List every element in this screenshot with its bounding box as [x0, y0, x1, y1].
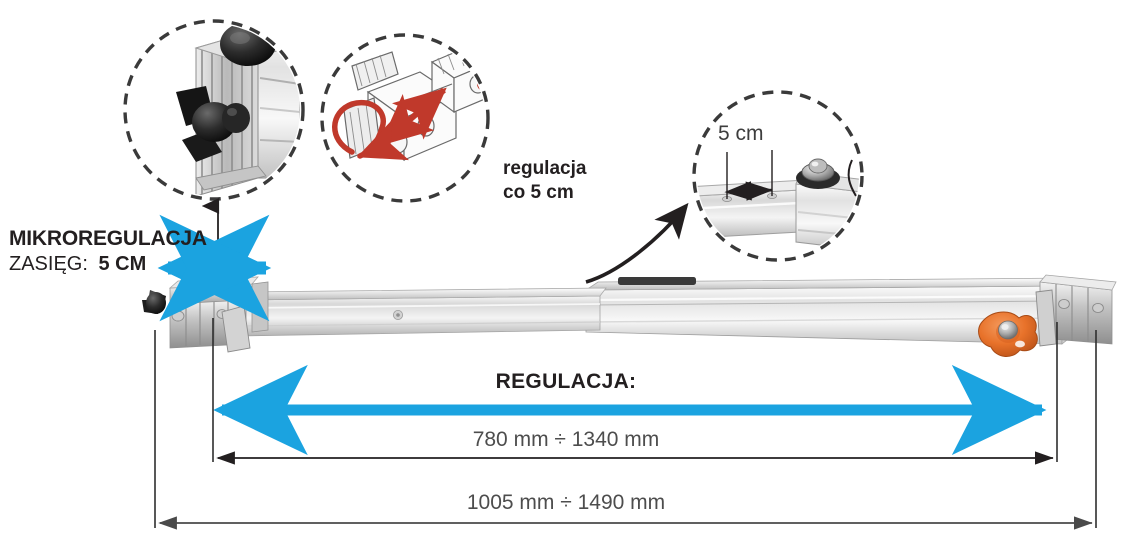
inner-range-label: 780 mm ÷ 1340 mm — [472, 428, 660, 451]
hole-callout-pointer — [585, 202, 689, 284]
left-black-knob — [142, 290, 166, 314]
telescopic-bar-assembly — [142, 274, 1117, 357]
hole-spacing-label: 5 cm — [718, 122, 764, 145]
step-label-line1: regulacja — [503, 158, 587, 179]
callout-hole-spacing — [692, 90, 864, 262]
main-regulation-title: REGULACJA: — [495, 370, 637, 393]
outer-range-label: 1005 mm ÷ 1490 mm — [466, 491, 666, 514]
right-clamp-head — [1035, 274, 1117, 347]
callout-knob-detail — [123, 19, 305, 201]
inner-tube — [235, 287, 607, 337]
step-label-line2: co 5 cm — [503, 182, 574, 203]
micro-range-prefix: ZASIĘG: — [9, 253, 88, 275]
dimension-lines — [154, 318, 1097, 530]
callout-mechanism-detail — [320, 33, 490, 203]
micro-range-value: 5 CM — [98, 253, 147, 275]
cyan-dimension-arrows — [157, 214, 1047, 456]
micro-adjust-range: ZASIĘG: 5 CM — [9, 253, 146, 275]
micro-adjust-title: MIKROREGULACJA — [9, 227, 207, 250]
orange-lock-knob — [978, 311, 1038, 357]
